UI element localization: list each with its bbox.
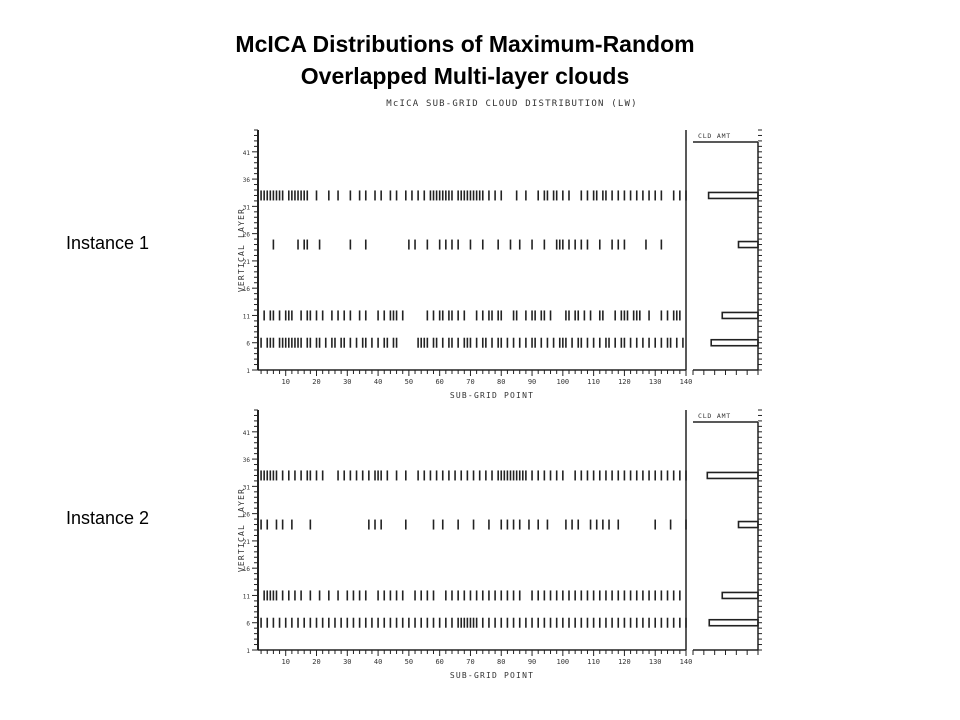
panel-2-x-tick-label: 120 <box>618 658 631 666</box>
panel-2-x-tick-label: 60 <box>435 658 443 666</box>
panel-2-cld-amt-bar-layer-33 <box>706 471 759 480</box>
panel-2-x-tick-label: 40 <box>374 658 382 666</box>
panel-1-y-tick-label: 41 <box>243 150 251 157</box>
panel-1-cld-amt-bar-layer-6 <box>710 338 759 347</box>
panel-2-y-tick-label: 41 <box>243 430 251 437</box>
page-title-line-2: Overlapped Multi-layer clouds <box>300 63 630 89</box>
panel-2-y-tick-label: 6 <box>246 621 250 628</box>
panel-1-y-tick-label: 6 <box>246 341 250 348</box>
panel-1-cld-amt-bar-layer-24 <box>737 240 759 249</box>
panel-1-x-tick-label: 110 <box>587 378 600 386</box>
panel-1-y-tick-label: 31 <box>243 204 251 211</box>
page-title: McICA Distributions of Maximum-Random Ov… <box>0 28 930 92</box>
panel-1-x-tick-label: 90 <box>528 378 536 386</box>
panel-1-x-axis-label: SUB-GRID POINT <box>450 391 534 400</box>
panel-2-x-axis-label: SUB-GRID POINT <box>450 671 534 680</box>
panel-2-y-axis-label: VERTICAL LAYER <box>237 488 246 572</box>
panel-1-x-tick-label: 130 <box>649 378 662 386</box>
panel-2-x-tick-label: 80 <box>497 658 505 666</box>
panel-2-cld-amt-bar-layer-11 <box>721 591 759 600</box>
panel-1-x-tick-label: 30 <box>343 378 351 386</box>
panel-2-y-tick-label: 36 <box>243 457 251 464</box>
panel-2-x-tick-label: 110 <box>587 658 600 666</box>
panel-1-x-tick-label: 100 <box>557 378 570 386</box>
panel-2-x-tick-label: 90 <box>528 658 536 666</box>
panel-1-x-tick-label: 10 <box>281 378 289 386</box>
panel-2-x-tick-label: 130 <box>649 658 662 666</box>
panel-2-x-tick-label: 30 <box>343 658 351 666</box>
panel-1-cld-amt-bar-layer-33 <box>707 191 759 200</box>
panel-2-x-tick-label: 10 <box>281 658 289 666</box>
panel-2-y-tick-label: 11 <box>243 593 251 600</box>
panel-1-cld-amt-bar-layer-11 <box>721 311 759 320</box>
panel-1-y-tick-label: 36 <box>243 177 251 184</box>
panel-1-x-tick-label: 40 <box>374 378 382 386</box>
panel-2-x-tick-label: 20 <box>312 658 320 666</box>
panel-2-y-tick-label: 31 <box>243 484 251 491</box>
panel-1-y-axis-label: VERTICAL LAYER <box>237 208 246 292</box>
panel-1-x-tick-label: 60 <box>435 378 443 386</box>
panel-2-x-tick-label: 70 <box>466 658 474 666</box>
page-title-line-1: McICA Distributions of Maximum-Random <box>235 31 695 57</box>
panel-1-chart-title: McICA SUB-GRID CLOUD DISTRIBUTION (LW) <box>386 99 638 109</box>
panel-1-x-tick-label: 140 <box>680 378 693 386</box>
panel-1-x-tick-label: 80 <box>497 378 505 386</box>
panel-2-cld-amt-bar-layer-6 <box>708 618 759 627</box>
panel-2-y-tick-label: 16 <box>243 566 251 573</box>
panel-1-y-tick-label: 16 <box>243 286 251 293</box>
panel-1-y-tick-label: 11 <box>243 313 251 320</box>
panel-2-y-tick-label: 26 <box>243 512 251 519</box>
panel-1-x-tick-label: 20 <box>312 378 320 386</box>
instance-2-label: Instance 2 <box>66 508 150 528</box>
panel-2-y-tick-label: 21 <box>243 539 251 546</box>
panel-1-y-tick-label: 1 <box>246 368 250 375</box>
panel-1-y-tick-label: 26 <box>243 232 251 239</box>
panel-2-x-tick-label: 100 <box>557 658 570 666</box>
instance-1-label: Instance 1 <box>66 233 150 253</box>
panel-1-y-tick-label: 21 <box>243 259 251 266</box>
panel-1-x-tick-label: 120 <box>618 378 631 386</box>
panel-2-cld-amt-label: CLD AMT <box>698 412 731 420</box>
panel-1-cld-amt-label: CLD AMT <box>698 132 731 140</box>
panel-2-x-tick-label: 50 <box>405 658 413 666</box>
panel-1-x-tick-label: 50 <box>405 378 413 386</box>
panel-2-cld-amt-bar-layer-24 <box>737 520 759 529</box>
panel-2-y-tick-label: 1 <box>246 648 250 655</box>
panel-1-x-tick-label: 70 <box>466 378 474 386</box>
panel-2-x-tick-label: 140 <box>680 658 693 666</box>
